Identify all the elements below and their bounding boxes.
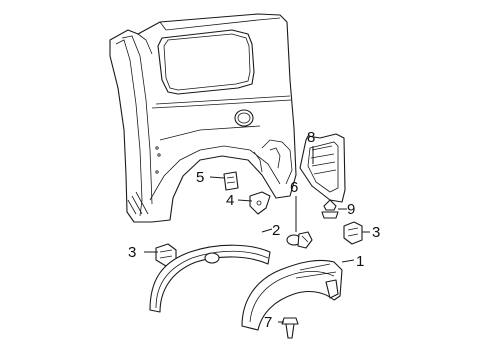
- callout-9: 9: [347, 201, 355, 218]
- callout-1: 1: [356, 253, 364, 270]
- part-8-mudflap: [299, 133, 346, 203]
- part-7-rivet: [281, 317, 299, 339]
- callout-7: 7: [264, 314, 272, 331]
- part-5-clip: [223, 171, 239, 191]
- leader-lines: [144, 146, 370, 323]
- callout-2: 2: [272, 222, 280, 239]
- callout-6: 6: [290, 179, 298, 196]
- callout-5: 5: [196, 169, 204, 186]
- quarter-panel: [109, 13, 297, 223]
- part-2-molding: [149, 244, 271, 313]
- callout-3-left: 3: [128, 244, 136, 261]
- part-9-screw: [321, 199, 339, 219]
- part-6-fastener: [286, 231, 313, 249]
- part-3-clip-right: [343, 221, 363, 245]
- callout-3-right: 3: [372, 224, 380, 241]
- part-4-bracket: [249, 191, 271, 215]
- callouts: 1 2 3 3 4 5 6 7 8 9: [128, 129, 380, 331]
- part-1-flare: [241, 259, 343, 331]
- callout-4: 4: [226, 192, 234, 209]
- callout-8: 8: [307, 129, 315, 146]
